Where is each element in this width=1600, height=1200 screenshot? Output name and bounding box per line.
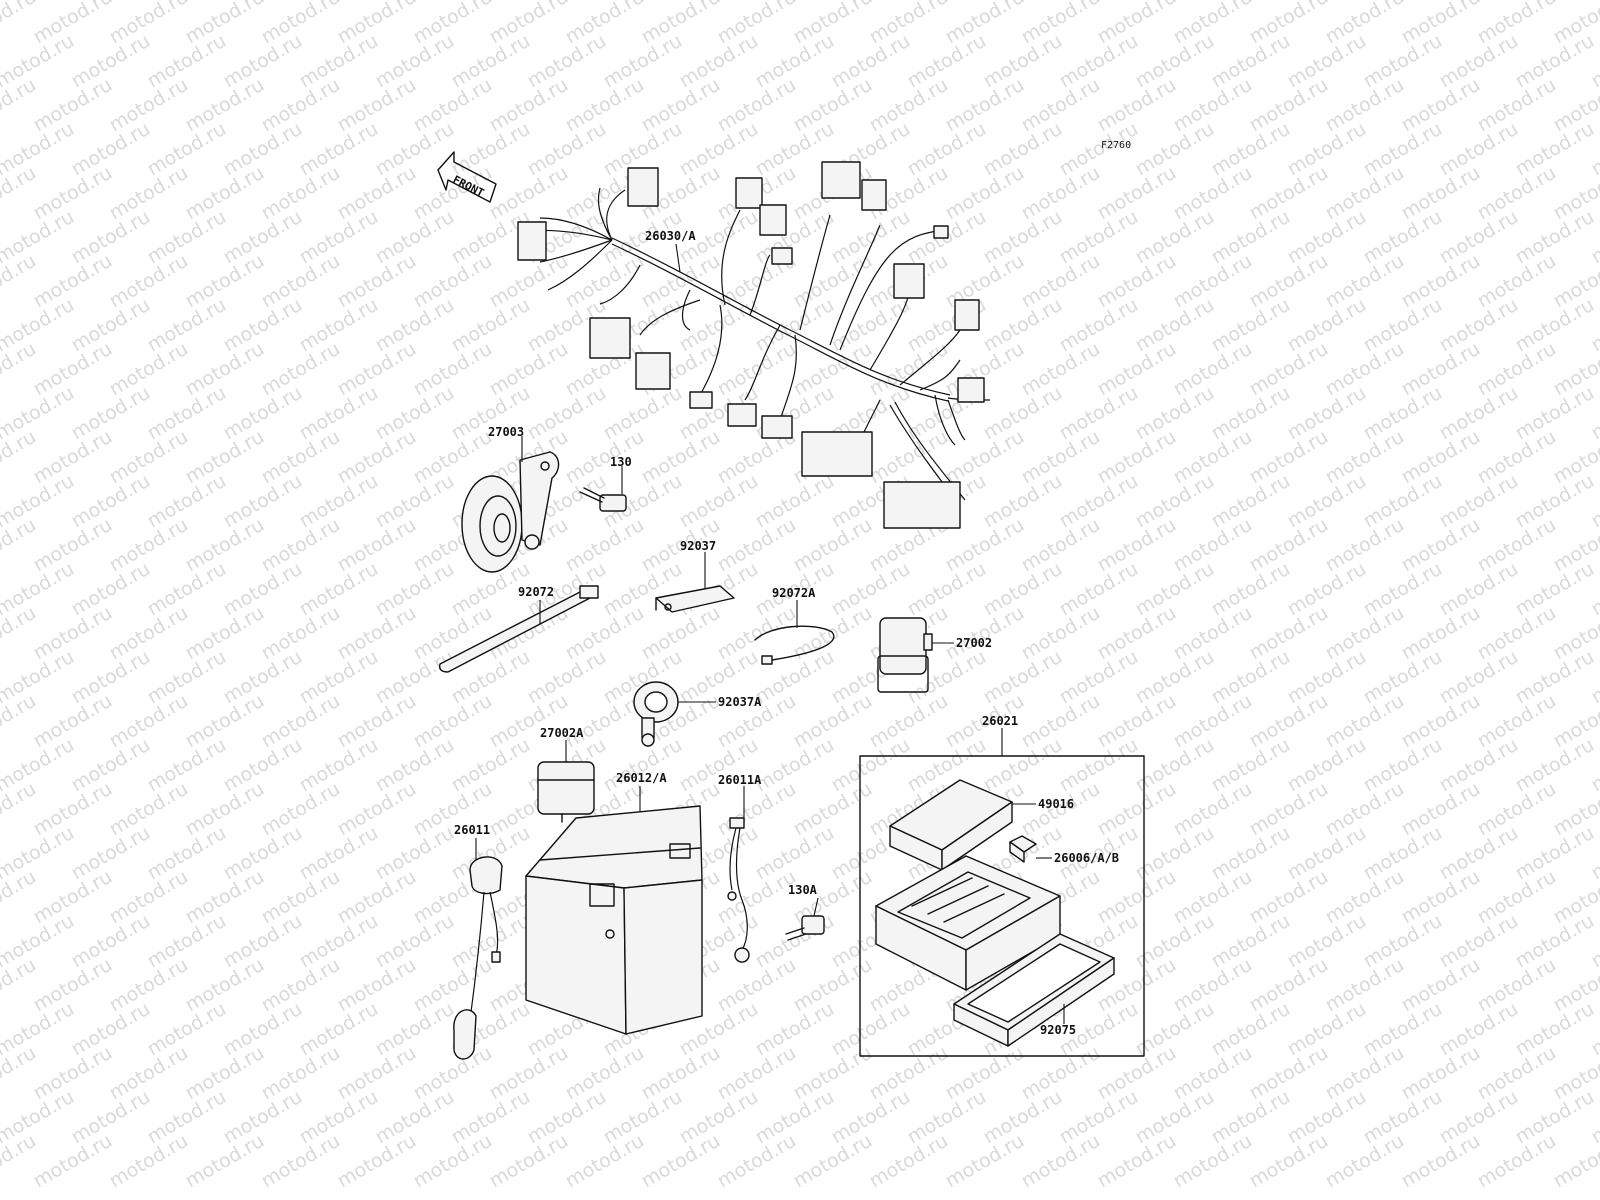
callout-horn: 27003 — [488, 425, 524, 439]
callout-battery-cable: 26011A — [718, 773, 762, 787]
callout-fuse-box: 26021 — [982, 714, 1018, 728]
connector — [689, 391, 713, 409]
relay-a — [537, 761, 595, 823]
relay — [877, 617, 933, 693]
figure-code: F2760 — [1101, 140, 1131, 151]
callout-battery-cable-left: 26011 — [454, 823, 490, 837]
horn — [461, 451, 560, 573]
callout-horn-bolt: 130 — [610, 455, 632, 469]
callout-relay: 27002 — [956, 636, 992, 650]
connector — [883, 481, 961, 529]
callout-relay-a: 27002A — [540, 726, 584, 740]
connector — [893, 263, 925, 299]
clamp-loop — [633, 681, 679, 747]
connector — [727, 403, 757, 427]
callout-band-small: 92072A — [772, 586, 816, 600]
fuse — [1009, 835, 1037, 863]
callout-harness: 26030/A — [645, 229, 696, 243]
connector — [759, 204, 787, 236]
callout-battery: 26012/A — [616, 771, 667, 785]
connector — [954, 299, 980, 331]
wiring-harness — [517, 161, 991, 529]
battery — [525, 805, 703, 1035]
callout-clamp-loop: 92037A — [718, 695, 762, 709]
bolt — [579, 487, 627, 512]
connector — [821, 161, 861, 199]
callout-fuse: 26006/A/B — [1054, 851, 1119, 865]
callout-band-long: 92072 — [518, 585, 554, 599]
connector — [589, 317, 631, 359]
front-label: FRONT — [451, 173, 487, 200]
connector — [517, 221, 547, 261]
callout-fuse-cover: 49016 — [1038, 797, 1074, 811]
connector — [635, 352, 671, 390]
connector — [933, 225, 949, 239]
battery-cable — [727, 817, 750, 963]
connector — [761, 415, 793, 439]
front-arrow-icon: FRONT — [437, 151, 497, 203]
connector — [801, 431, 873, 477]
fuse-box-body — [875, 855, 1061, 991]
callout-battery-bolt: 130A — [788, 883, 818, 897]
cable-band — [438, 585, 599, 673]
clamp-plate — [655, 585, 735, 613]
connector — [627, 167, 659, 207]
connector — [771, 247, 793, 265]
connector — [861, 179, 887, 211]
connector — [735, 177, 763, 209]
fuse-case — [953, 933, 1115, 1047]
callout-fuse-case: 92075 — [1040, 1023, 1076, 1037]
battery-cable-left — [453, 856, 503, 1060]
connector — [957, 377, 985, 403]
fuse-cover — [889, 779, 1013, 871]
callout-clamp-plate: 92037 — [680, 539, 716, 553]
bolt-a — [785, 915, 825, 941]
cable-band-small — [754, 625, 835, 665]
